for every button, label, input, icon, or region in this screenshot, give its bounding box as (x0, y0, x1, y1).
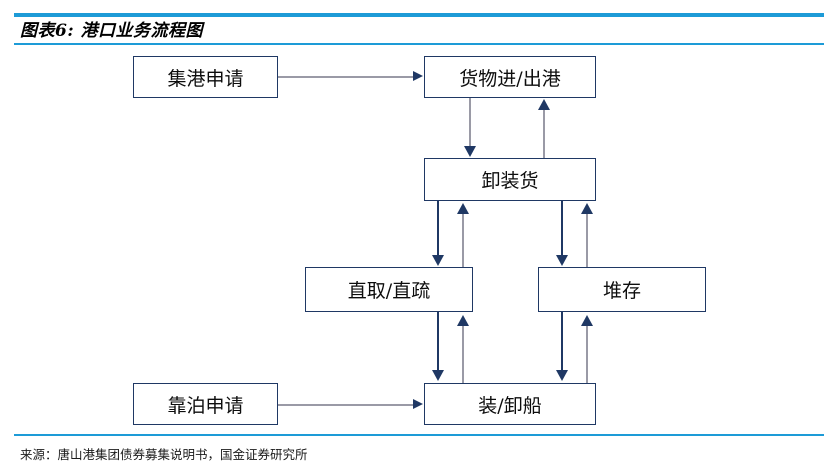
node-label: 装/卸船 (478, 394, 542, 417)
edge-zxc-dc-shaft (586, 326, 588, 383)
source-rule (14, 434, 824, 436)
edge-kbsq-zxc-arrowhead (413, 399, 423, 409)
edge-kbsq-zxc-shaft (278, 404, 415, 406)
edge-zqzs-zxc-arrowhead (432, 370, 444, 381)
edge-dc-xzh-shaft (586, 214, 588, 267)
node-label: 堆存 (602, 280, 641, 302)
edge-dc-xzh-arrowhead (581, 203, 593, 214)
edge-xzh-hwjcg-shaft (543, 110, 545, 158)
edge-xzh-zqzs-shaft (437, 201, 439, 257)
node-jgsq[interactable]: 集港申请 (133, 56, 278, 98)
node-label: 靠泊申请 (167, 394, 244, 417)
figure-source: 来源：唐山港集团债券募集说明书，国金证券研究所 (20, 447, 308, 462)
edge-zqzs-zxc-shaft (437, 312, 439, 372)
edge-xzh-hwjcg-arrowhead (538, 99, 550, 110)
node-zqzs[interactable]: 直取/直疏 (305, 267, 473, 312)
edge-dc-zxc-shaft (561, 312, 563, 372)
node-label: 直取/直疏 (347, 280, 431, 302)
title-rule-bottom (14, 43, 824, 45)
node-dc[interactable]: 堆存 (538, 267, 706, 312)
node-zxc[interactable]: 装/卸船 (424, 383, 596, 425)
edge-xzh-dc-arrowhead (556, 255, 568, 266)
edge-jgsq-hwjcg-arrowhead (413, 71, 423, 81)
edge-xzh-dc-shaft (561, 201, 563, 257)
edge-zxc-dc-arrowhead (581, 315, 593, 326)
title-rule-top (14, 13, 824, 17)
node-label: 卸装货 (481, 170, 539, 192)
edge-jgsq-hwjcg-shaft (278, 76, 415, 78)
edge-xzh-zqzs-arrowhead (432, 255, 444, 266)
edge-zxc-zqzs-arrowhead (457, 315, 469, 326)
edge-zqzs-xzh-arrowhead (457, 203, 469, 214)
figure-title: 图表6: 港口业务流程图 (20, 21, 204, 41)
node-label: 集港申请 (167, 67, 244, 90)
node-label: 货物进/出港 (459, 67, 561, 90)
node-xzh[interactable]: 卸装货 (424, 158, 596, 201)
edge-dc-zxc-arrowhead (556, 370, 568, 381)
edge-hwjcg-xzh-arrowhead (464, 146, 476, 157)
edge-hwjcg-xzh-shaft (469, 98, 471, 148)
edge-zqzs-xzh-shaft (462, 214, 464, 267)
node-kbsq[interactable]: 靠泊申请 (133, 383, 278, 425)
node-hwjcg[interactable]: 货物进/出港 (424, 56, 596, 98)
edge-zxc-zqzs-shaft (462, 326, 464, 383)
